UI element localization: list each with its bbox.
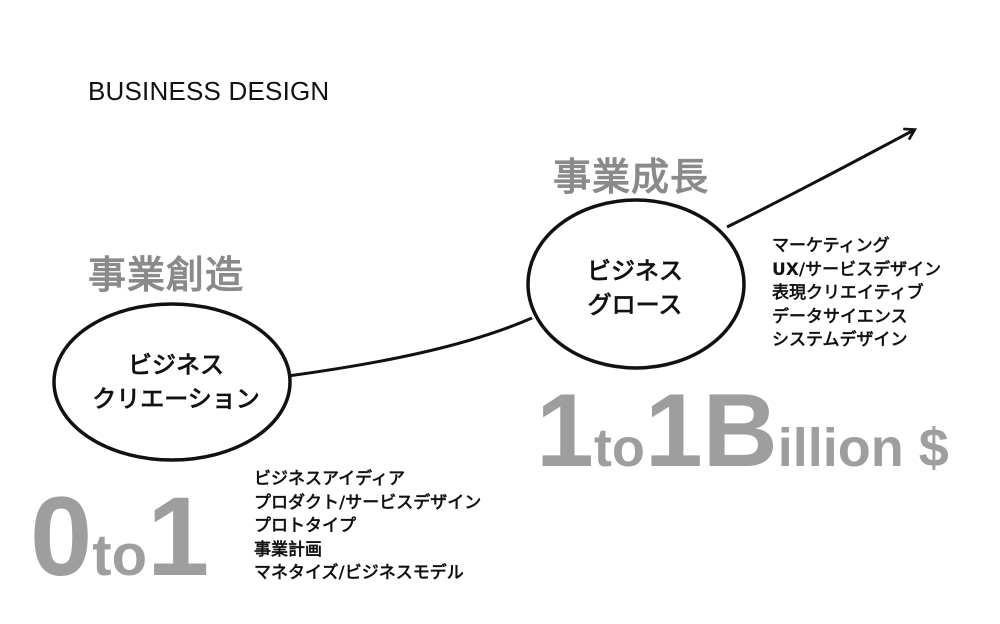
list-item: 事業計画 [254, 539, 322, 560]
stage1-ellipse-line: ビジネス [128, 351, 224, 379]
stage2-ellipse-line: ビジネス [587, 257, 683, 285]
page-title: BUSINESS DESIGN [88, 76, 330, 106]
big-suffix-cap: B [702, 373, 778, 489]
stage2-ellipse [526, 198, 746, 370]
growth-arrow [726, 130, 914, 229]
list-item: UX/サービスデザイン [772, 259, 942, 280]
stage1-activity-list: ビジネスアイディア プロダクト/サービスデザイン プロトタイプ 事業計画 マネタ… [254, 468, 481, 586]
big-number-end: 1 [644, 373, 703, 489]
stage1-heading: 事業創造 [88, 253, 245, 297]
stage2-big-label: 1to1Billion $ [536, 372, 949, 489]
big-number-start: 1 [536, 373, 594, 489]
stage2-heading: 事業成長 [553, 155, 710, 199]
big-to: to [593, 418, 645, 478]
stage2-ellipse-label: ビジネス グロース [520, 254, 750, 322]
big-to: to [92, 523, 148, 588]
list-item: マネタイズ/ビジネスモデル [254, 563, 464, 583]
big-number-end: 1 [147, 474, 210, 599]
big-number-start: 0 [30, 474, 93, 599]
list-item: プロダクト/サービスデザイン [254, 492, 482, 513]
stage1-ellipse [52, 302, 292, 462]
list-item: システムデザイン [772, 330, 908, 350]
stage1-ellipse-line: クリエーション [92, 385, 260, 413]
list-item: マーケティング [772, 236, 890, 256]
stage2-activity-list: マーケティング UX/サービスデザイン 表現クリエイティブ データサイエンス シ… [772, 235, 941, 353]
stage1-big-label: 0to1 [30, 472, 209, 599]
list-item: プロトタイプ [254, 516, 356, 536]
big-suffix-rest: illion $ [777, 418, 949, 478]
list-item: ビジネスアイディア [254, 469, 405, 489]
connector-curve [287, 316, 533, 378]
list-item: 表現クリエイティブ [772, 283, 924, 303]
stage2-ellipse-line: グロース [587, 291, 683, 319]
stage1-ellipse-label: ビジネス クリエーション [56, 348, 296, 416]
list-item: データサイエンス [772, 306, 908, 327]
